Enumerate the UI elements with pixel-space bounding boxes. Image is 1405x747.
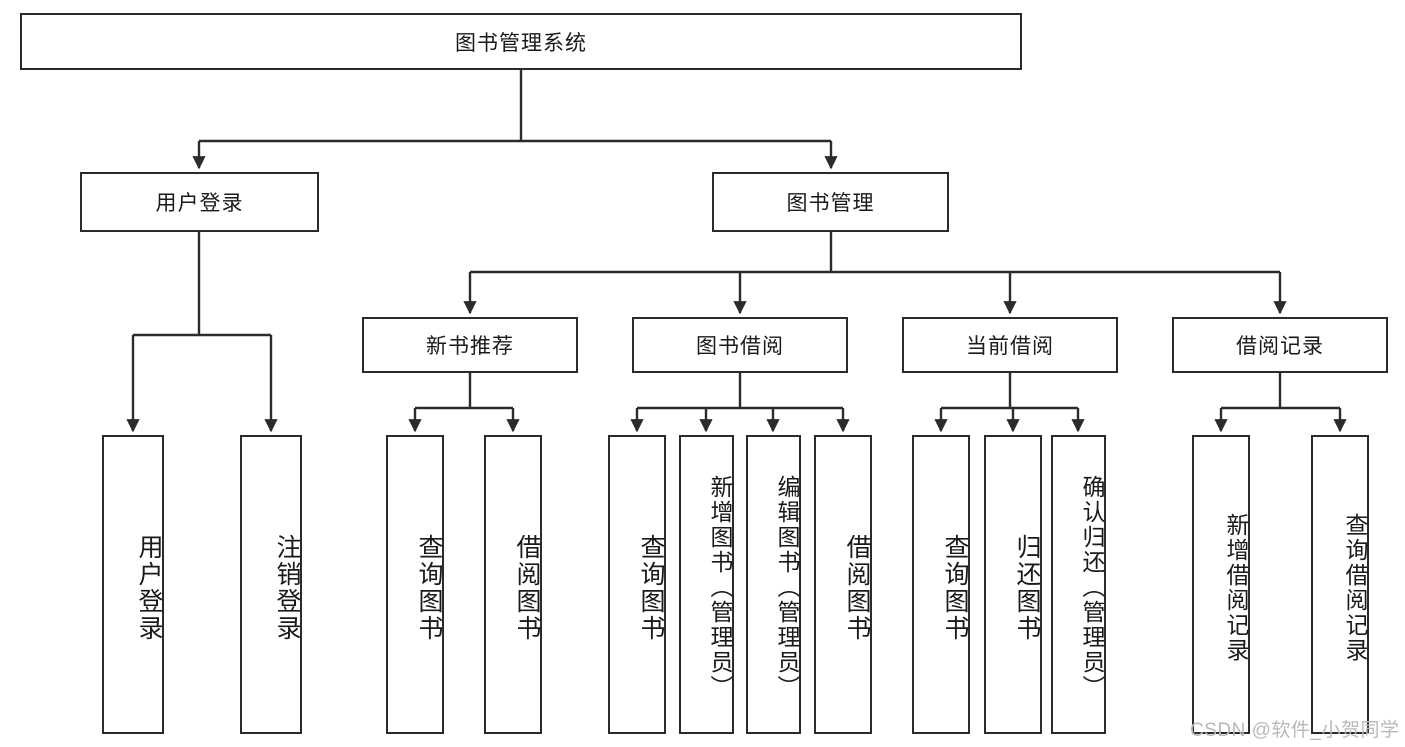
node-label: 查询借阅记录 bbox=[1342, 512, 1368, 663]
node-label: 用户登录 bbox=[155, 192, 244, 215]
leaf-user-login-logout[interactable]: 注销登录 bbox=[240, 435, 302, 734]
leaf-newbook-query-book[interactable]: 查询图书 bbox=[386, 435, 444, 734]
leaf-borrow-borrow-book[interactable]: 借阅图书 bbox=[814, 435, 872, 734]
node-label: 新增借阅记录 bbox=[1223, 512, 1249, 663]
node-book-borrow[interactable]: 图书借阅 bbox=[632, 317, 848, 373]
node-label: 用户登录 bbox=[135, 533, 163, 642]
node-label: 借阅记录 bbox=[1236, 335, 1324, 358]
leaf-borrow-query-book[interactable]: 查询图书 bbox=[608, 435, 666, 734]
leaf-record-query-record[interactable]: 查询借阅记录 bbox=[1311, 435, 1369, 734]
node-user-login[interactable]: 用户登录 bbox=[80, 172, 319, 232]
node-label: 图书管理系统 bbox=[455, 31, 587, 55]
node-label: 当前借阅 bbox=[966, 335, 1054, 358]
node-current-borrow[interactable]: 当前借阅 bbox=[902, 317, 1118, 373]
node-label: 查询图书 bbox=[637, 533, 665, 642]
leaf-borrow-edit-book-admin[interactable]: 编辑图书（管理员） bbox=[746, 435, 801, 734]
leaf-current-query-book[interactable]: 查询图书 bbox=[912, 435, 970, 734]
node-borrow-record[interactable]: 借阅记录 bbox=[1172, 317, 1388, 373]
node-label: 图书借阅 bbox=[696, 335, 784, 358]
leaf-newbook-borrow-book[interactable]: 借阅图书 bbox=[484, 435, 542, 734]
leaf-user-login-login[interactable]: 用户登录 bbox=[102, 435, 164, 734]
leaf-current-return-book[interactable]: 归还图书 bbox=[984, 435, 1042, 734]
node-label: 新书推荐 bbox=[426, 335, 514, 358]
node-new-book-recommend[interactable]: 新书推荐 bbox=[362, 317, 578, 373]
node-label: 编辑图书（管理员） bbox=[774, 475, 800, 700]
node-label: 确认归还（管理员） bbox=[1079, 475, 1105, 700]
node-label: 借阅图书 bbox=[513, 533, 541, 642]
node-label: 注销登录 bbox=[273, 533, 301, 642]
node-label: 图书管理 bbox=[786, 192, 875, 215]
node-label: 归还图书 bbox=[1013, 533, 1041, 642]
leaf-record-add-record[interactable]: 新增借阅记录 bbox=[1192, 435, 1250, 734]
leaf-current-confirm-return-admin[interactable]: 确认归还（管理员） bbox=[1051, 435, 1106, 734]
leaf-borrow-add-book-admin[interactable]: 新增图书（管理员） bbox=[679, 435, 734, 734]
node-root-system[interactable]: 图书管理系统 bbox=[20, 13, 1022, 70]
node-label: 查询图书 bbox=[415, 533, 443, 642]
node-label: 查询图书 bbox=[941, 533, 969, 642]
node-book-management[interactable]: 图书管理 bbox=[712, 172, 949, 232]
node-label: 新增图书（管理员） bbox=[707, 475, 733, 700]
node-label: 借阅图书 bbox=[843, 533, 871, 642]
csdn-watermark: CSDN @软件_小贺同学 bbox=[1190, 720, 1400, 741]
